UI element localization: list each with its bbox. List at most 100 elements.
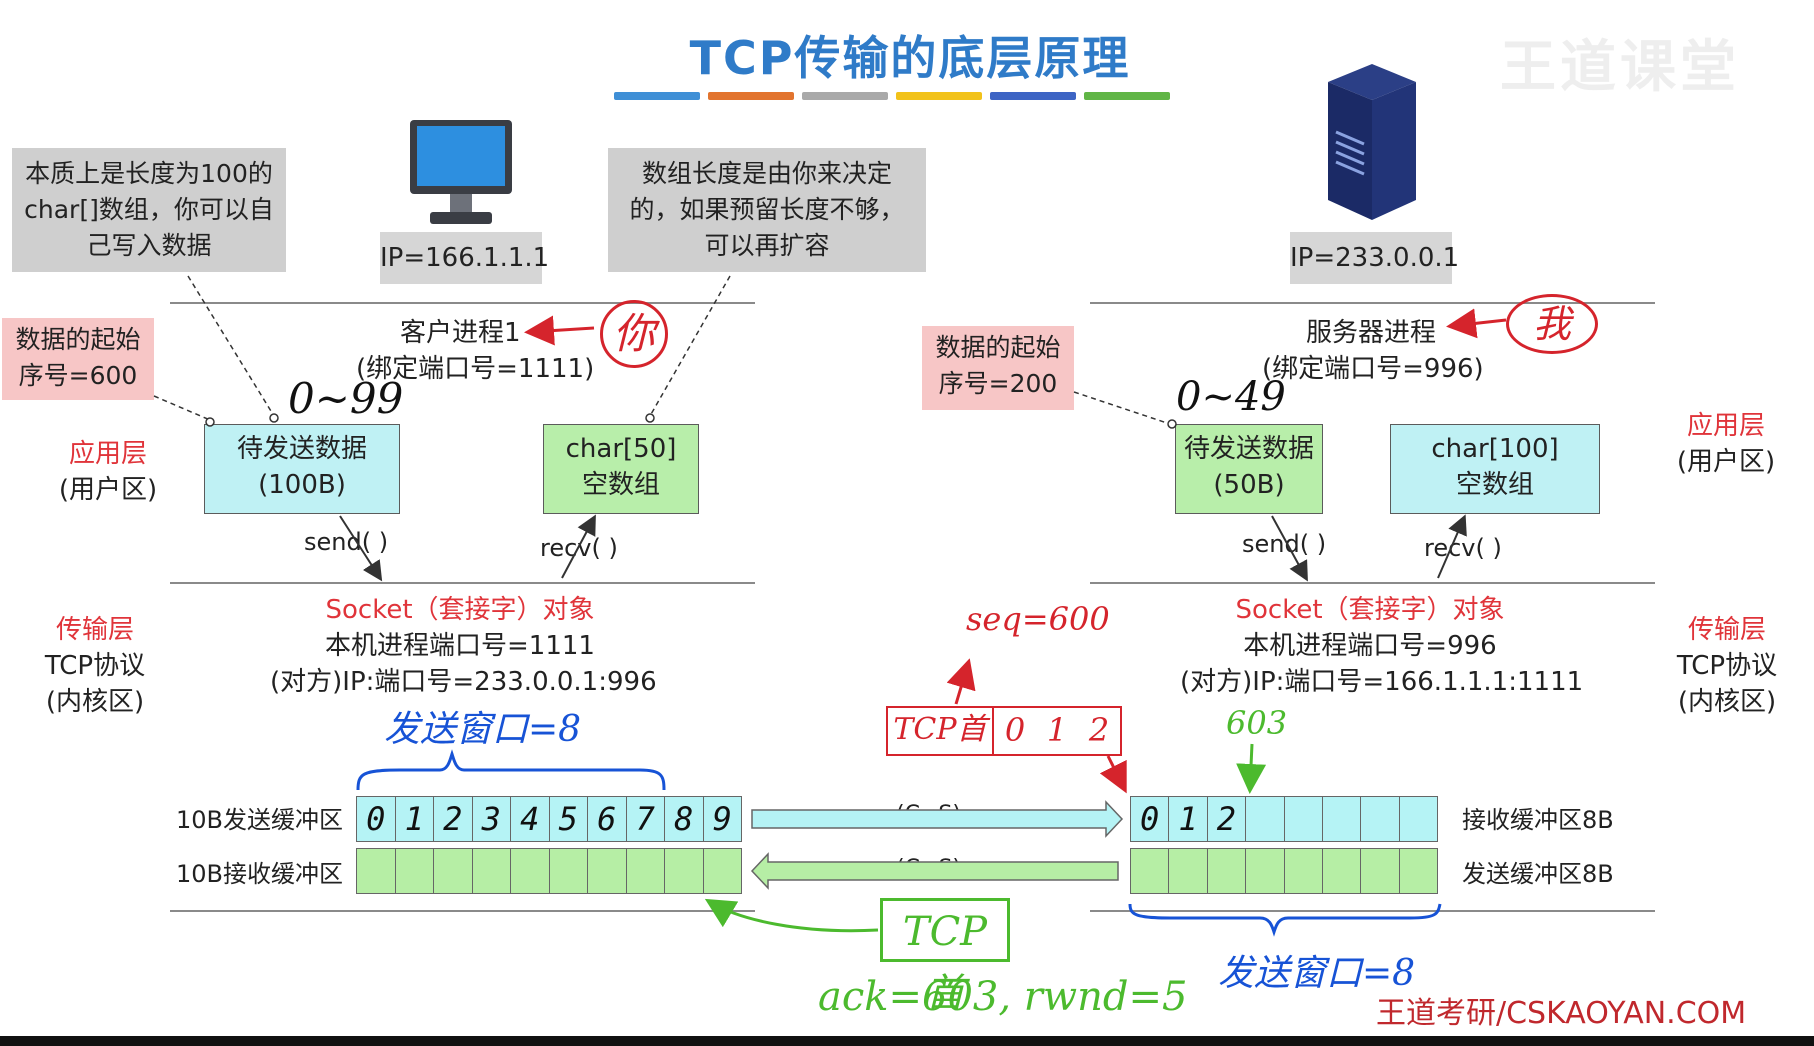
buffer-cell <box>1131 849 1170 893</box>
client-port-label: (绑定端口号=1111) <box>356 354 595 384</box>
buffer-cell <box>665 849 704 893</box>
title-stripe <box>708 92 794 100</box>
client-recv-buffer <box>356 848 742 894</box>
client-app-bottom-line <box>170 582 755 584</box>
dash-note-left <box>187 275 275 417</box>
server-window-brace <box>1128 903 1442 937</box>
server-recv-array-box: char[100] 空数组 <box>1390 424 1600 514</box>
buffer-cell <box>1322 849 1362 893</box>
hand-server-range: 0~49 <box>1176 374 1286 420</box>
buffer-cell: 8 <box>665 797 704 841</box>
buffer-cell <box>1361 849 1400 893</box>
buffer-cell <box>588 849 627 893</box>
buffer-cell <box>1399 849 1437 893</box>
client-app-top-line <box>170 302 755 304</box>
dash-note-right <box>649 275 731 417</box>
buffer-cell <box>1284 797 1323 841</box>
server-start-seq-box: 数据的起始 序号=200 <box>922 326 1074 410</box>
buffer-cell: 9 <box>703 797 741 841</box>
tcp-head-label: TCP首 <box>888 708 994 754</box>
client-note-left: 本质上是长度为100的 char[]数组，你可以自 己写入数据 <box>12 148 286 272</box>
buffer-cell <box>1322 797 1362 841</box>
client-socket-block: Socket（套接字）对象 本机进程端口号=1111 (对方)IP:端口号=23… <box>270 595 657 697</box>
buffer-cell <box>395 849 434 893</box>
transport-layer-label-left: 传输层 TCP协议 (内核区) <box>44 615 146 717</box>
hand-ack: ack=603, rwnd=5 <box>818 974 1188 1020</box>
buffer-cell <box>626 849 665 893</box>
hand-server-pos: 603 <box>1226 704 1288 742</box>
client-process-label: 客户进程1 <box>400 318 521 348</box>
hand-client-window: 发送窗口=8 <box>384 709 582 750</box>
title-stripe <box>990 92 1076 100</box>
buffer-cell <box>549 849 588 893</box>
buffer-cell <box>1284 849 1323 893</box>
segment-byte: 0 <box>1004 711 1026 749</box>
server-rack-icon <box>1318 62 1426 222</box>
buffer-cell <box>1246 849 1285 893</box>
transport-layer-label-right: 传输层 TCP协议 (内核区) <box>1676 615 1778 717</box>
buffer-cell: 0 <box>357 797 396 841</box>
hand-tcp-head-bottom: TCP首 <box>880 898 1010 1017</box>
title-stripe <box>802 92 888 100</box>
title-stripe <box>1084 92 1170 100</box>
brand-logo: 王道课堂 <box>1500 35 1740 100</box>
hand-seq: seq=600 <box>966 600 1110 638</box>
dash-server-seq <box>1073 391 1171 425</box>
client-recv-array-box: char[50] 空数组 <box>543 424 699 514</box>
buffer-cell: 5 <box>549 797 588 841</box>
bottom-bar <box>0 1036 1814 1046</box>
buffer-cell: 2 <box>434 797 473 841</box>
client-send-buffer-label: 10B发送缓冲区 <box>176 806 344 834</box>
title-stripe <box>614 92 700 100</box>
segment-byte: 1 <box>1046 711 1068 749</box>
buffer-cell <box>357 849 396 893</box>
buffer-cell <box>1169 849 1208 893</box>
server-transport-bottom-line <box>1090 910 1655 912</box>
buffer-cell: 0 <box>1131 797 1170 841</box>
server-ip-box: IP=233.0.0.1 <box>1290 232 1459 284</box>
server-port-label: (绑定端口号=996) <box>1262 354 1484 384</box>
buffer-cell: 1 <box>395 797 434 841</box>
server-recv-call: recv( ) <box>1424 534 1502 562</box>
server-app-top-line <box>1090 302 1655 304</box>
client-start-seq-box: 数据的起始 序号=600 <box>2 318 154 400</box>
server-app-bottom-line <box>1090 582 1655 584</box>
client-computer-icon <box>408 118 514 228</box>
client-ip-box: IP=166.1.1.1 <box>380 232 549 284</box>
client-window-brace <box>356 749 666 791</box>
buffer-cell: 2 <box>1207 797 1247 841</box>
buffer-cell <box>703 849 741 893</box>
page-title: TCP传输的底层原理 <box>689 31 1131 85</box>
client-send-data-box: 待发送数据 (100B) <box>204 424 400 514</box>
buffer-cell: 6 <box>588 797 627 841</box>
title-stripe <box>896 92 982 100</box>
buffer-cell <box>472 849 511 893</box>
server-socket-block: Socket（套接字）对象 本机进程端口号=996 (对方)IP:端口号=166… <box>1180 595 1584 697</box>
server-send-buffer <box>1130 848 1438 894</box>
client-transport-bottom-line <box>170 910 755 912</box>
dash-client-seq <box>153 395 211 421</box>
client-send-call: send( ) <box>304 528 389 556</box>
app-layer-label-left: 应用层 (用户区) <box>58 439 158 505</box>
hand-server-nickname: 我 <box>1506 294 1598 354</box>
segment-byte: 2 <box>1088 711 1110 749</box>
hand-client-nickname: 你 <box>600 300 668 368</box>
server-send-call: send( ) <box>1242 530 1327 558</box>
buffer-cell <box>511 849 550 893</box>
buffer-cell: 1 <box>1169 797 1208 841</box>
server-process-label: 服务器进程 <box>1306 318 1437 348</box>
buffer-cell <box>1361 797 1400 841</box>
hand-server-window: 发送窗口=8 <box>1218 953 1416 994</box>
client-recv-buffer-label: 10B接收缓冲区 <box>176 860 344 888</box>
app-layer-label-right: 应用层 (用户区) <box>1676 411 1776 477</box>
watermark: 王道考研/CSKAOYAN.COM <box>1376 996 1747 1031</box>
hand-client-range: 0~99 <box>288 374 404 423</box>
buffer-cell <box>1207 849 1247 893</box>
server-send-data-box: 待发送数据 (50B) <box>1175 424 1323 514</box>
